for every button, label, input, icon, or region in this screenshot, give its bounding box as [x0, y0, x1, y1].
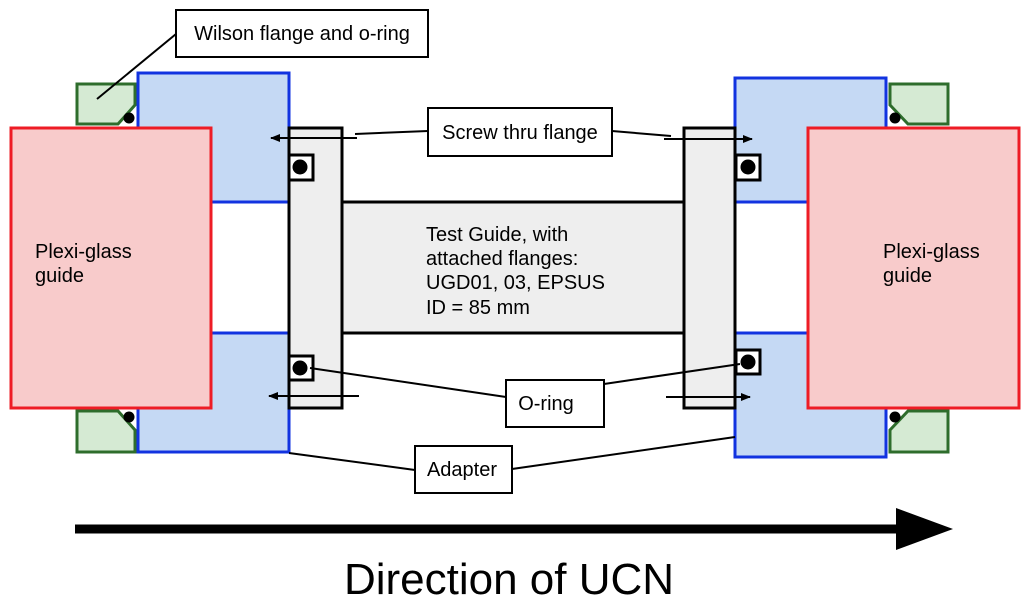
oring-left-bottom — [292, 360, 308, 376]
plexi-right-label-2: guide — [883, 265, 932, 287]
leader-screw-left — [354, 130, 429, 135]
wilson-flange-right-bottom — [888, 409, 950, 454]
wilson-oring-right-bottom — [889, 411, 901, 423]
wilson-flange-right-top — [888, 82, 950, 126]
wilson-label: Wilson flange and o-ring — [194, 23, 410, 45]
leader-oring-right — [603, 363, 741, 385]
leader-adapter-left — [288, 452, 416, 471]
plexi-left-label-1: Plexi-glass — [35, 241, 132, 263]
leader-wilson — [96, 33, 177, 100]
guide-text-3: UGD01, 03, EPSUS — [426, 272, 605, 294]
wilson-oring-left-bottom — [123, 411, 135, 423]
direction-label: Direction of UCN — [344, 555, 674, 603]
guide-text-2: attached flanges: — [426, 248, 578, 270]
screw-flange-right — [682, 126, 737, 410]
oring-label-box — [505, 379, 605, 428]
test-guide-tube — [340, 200, 686, 335]
leader-screw-right — [611, 130, 672, 137]
leader-oring-left — [309, 367, 507, 398]
oring-left-top — [292, 159, 308, 175]
oring-right-bottom — [740, 354, 756, 370]
wilson-oring-right-top — [889, 112, 901, 124]
guide-text-1: Test Guide, with — [426, 224, 568, 246]
wilson-label-box — [175, 9, 429, 58]
wilson-flange-left-bottom — [75, 409, 137, 454]
plexi-left-label-2: guide — [35, 265, 84, 287]
wilson-oring-left-top — [123, 112, 135, 124]
screw-label-box — [427, 107, 613, 157]
plexi-guide-left — [9, 126, 213, 410]
oring-label: O-ring — [518, 393, 574, 415]
leader-adapter-right — [511, 436, 736, 470]
adapter-label-box — [414, 445, 513, 494]
plexi-guide-right — [806, 126, 1021, 410]
adapter-label: Adapter — [427, 459, 497, 481]
screw-label: Screw thru flange — [442, 122, 598, 144]
direction-arrow-head — [896, 508, 953, 550]
plexi-right-label-1: Plexi-glass — [883, 241, 980, 263]
oring-right-top — [740, 159, 756, 175]
guide-text-4: ID = 85 mm — [426, 297, 530, 319]
